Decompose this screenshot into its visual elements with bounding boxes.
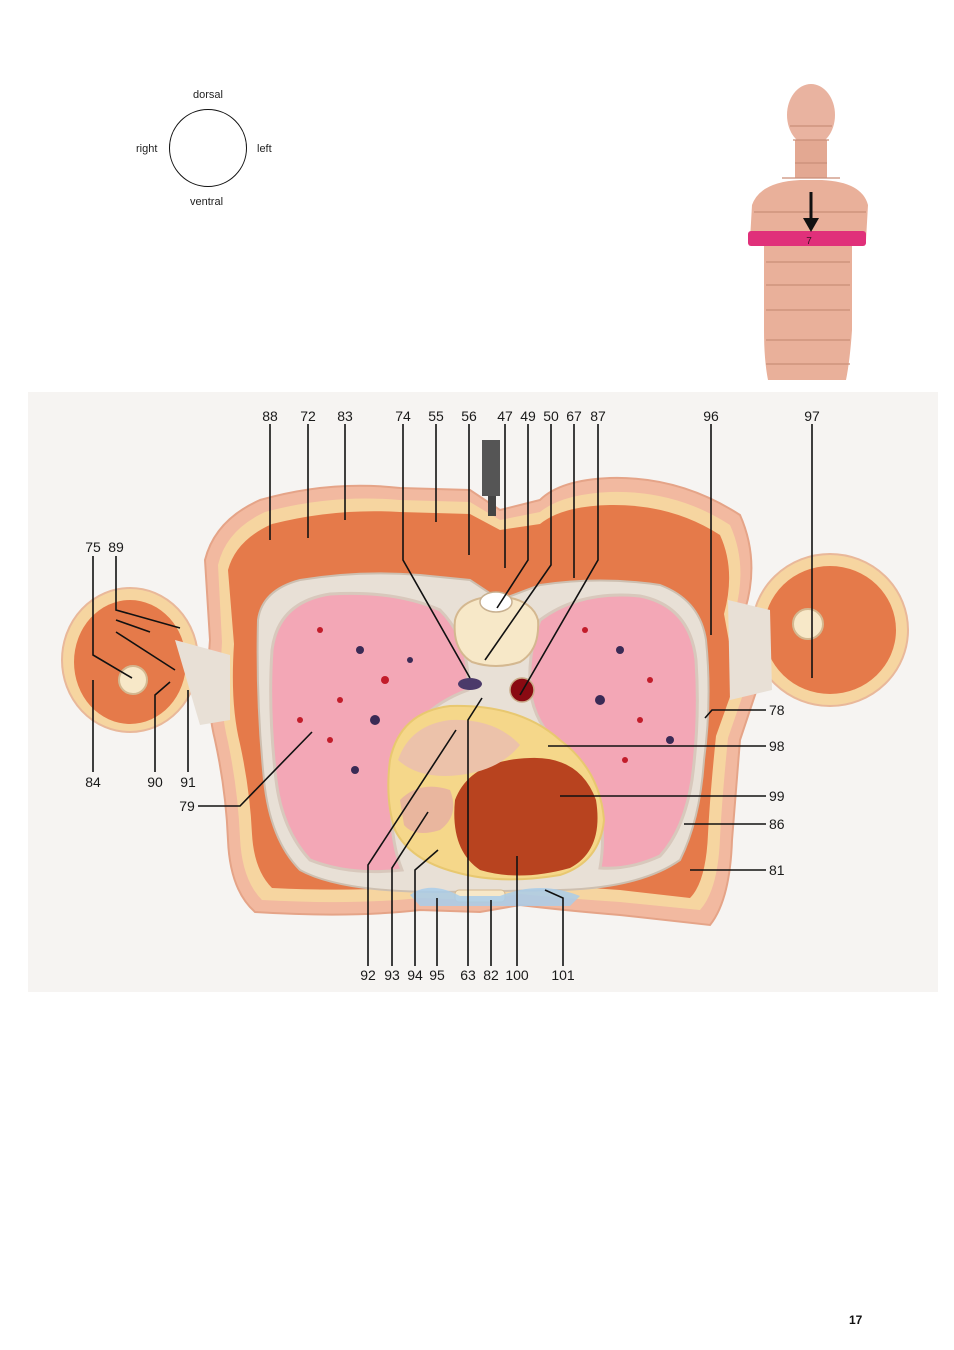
label-86: 86 bbox=[769, 816, 785, 832]
label-98: 98 bbox=[769, 738, 785, 754]
label-96: 96 bbox=[703, 408, 719, 424]
label-95: 95 bbox=[429, 967, 445, 983]
pulmonary-vessels bbox=[297, 627, 674, 774]
left-lung bbox=[528, 593, 699, 870]
label-55: 55 bbox=[428, 408, 444, 424]
label-99: 99 bbox=[769, 788, 785, 804]
right-arm-muscle bbox=[74, 600, 186, 724]
label-47: 47 bbox=[497, 408, 513, 424]
label-88: 88 bbox=[262, 408, 278, 424]
label-84: 84 bbox=[85, 774, 101, 790]
label-78: 78 bbox=[769, 702, 785, 718]
label-49: 49 bbox=[520, 408, 536, 424]
head-shape bbox=[787, 84, 835, 146]
thorax-cross-section bbox=[61, 440, 909, 927]
leader-lines bbox=[92, 424, 813, 966]
slice-number: 7 bbox=[806, 236, 812, 247]
labels-left: 75 89 84 90 91 79 bbox=[85, 539, 196, 814]
spinal-canal bbox=[479, 591, 513, 613]
esophagus bbox=[458, 678, 482, 690]
label-83: 83 bbox=[337, 408, 353, 424]
right-ventricle bbox=[400, 786, 454, 834]
left-axilla bbox=[728, 600, 772, 700]
label-94: 94 bbox=[407, 967, 423, 983]
page-number: 17 bbox=[849, 1313, 863, 1327]
right-humerus bbox=[118, 665, 148, 695]
label-101: 101 bbox=[551, 967, 575, 983]
torso-thumbnail: 7 bbox=[728, 80, 928, 385]
label-81: 81 bbox=[769, 862, 785, 878]
orientation-left-label: left bbox=[257, 143, 272, 155]
label-100: 100 bbox=[505, 967, 529, 983]
label-79: 79 bbox=[179, 798, 195, 814]
label-97: 97 bbox=[804, 408, 820, 424]
orientation-dorsal-label: dorsal bbox=[193, 89, 223, 101]
orientation-ventral-label: ventral bbox=[190, 196, 224, 208]
left-arm-muscle bbox=[764, 566, 896, 694]
labels-bottom: 92 93 94 95 63 82 100 101 bbox=[360, 967, 575, 983]
right-axilla bbox=[175, 640, 230, 725]
label-91: 91 bbox=[180, 774, 196, 790]
label-63: 63 bbox=[460, 967, 476, 983]
orientation-right-label: right bbox=[136, 143, 158, 155]
slice-arrow-head bbox=[803, 218, 819, 232]
orientation-circle bbox=[169, 109, 247, 187]
label-50: 50 bbox=[543, 408, 559, 424]
label-92: 92 bbox=[360, 967, 376, 983]
probe-tip bbox=[488, 496, 496, 516]
spinous-probe bbox=[482, 440, 500, 496]
label-82: 82 bbox=[483, 967, 499, 983]
label-75: 75 bbox=[85, 539, 101, 555]
labels-right: 78 98 99 86 81 bbox=[769, 702, 785, 878]
torso-shape bbox=[750, 180, 868, 380]
label-56: 56 bbox=[461, 408, 477, 424]
highlighted-slice bbox=[748, 231, 866, 246]
label-90: 90 bbox=[147, 774, 163, 790]
right-atrium bbox=[398, 719, 520, 776]
internal-thoracic-region bbox=[410, 887, 580, 906]
label-93: 93 bbox=[384, 967, 400, 983]
label-67: 67 bbox=[566, 408, 582, 424]
label-87: 87 bbox=[590, 408, 606, 424]
label-89: 89 bbox=[108, 539, 124, 555]
labels-top: 88 72 83 74 55 56 47 49 50 67 87 96 97 bbox=[262, 408, 820, 424]
left-ventricle bbox=[454, 757, 598, 876]
left-humerus bbox=[792, 608, 824, 640]
label-72: 72 bbox=[300, 408, 316, 424]
label-74: 74 bbox=[395, 408, 411, 424]
neck-shape bbox=[795, 140, 827, 178]
